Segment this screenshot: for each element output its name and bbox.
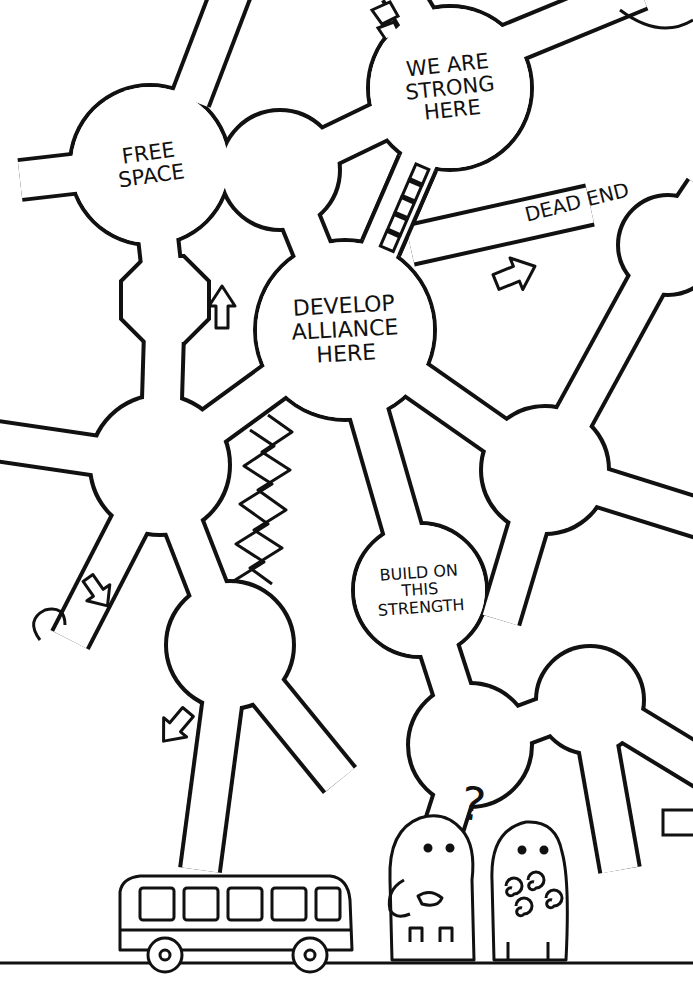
passage-wall xyxy=(362,155,399,239)
u-turn-mark xyxy=(34,609,65,640)
down-left-arrow xyxy=(152,702,199,750)
up-arrow xyxy=(209,286,235,328)
chamber-label: DEVELOP ALLIANCE HERE xyxy=(268,290,422,369)
maze-wall xyxy=(663,810,693,835)
ladder-rung xyxy=(380,231,399,251)
maze-chamber: DEVELOP ALLIANCE HERE xyxy=(253,238,437,422)
maze-wall xyxy=(620,10,693,28)
bus xyxy=(120,876,352,972)
chamber-floor xyxy=(370,8,530,168)
maze-chamber: FREE SPACE xyxy=(68,83,232,247)
chamber-label: FREE SPACE xyxy=(99,136,200,194)
ladder-passage xyxy=(362,155,435,255)
chamber-label: WE ARE STRONG HERE xyxy=(391,48,509,127)
ground-line xyxy=(0,962,693,965)
ladder-rung xyxy=(410,164,429,184)
curly-figure xyxy=(492,822,567,960)
chamber-text-area: BUILD ON THIS STRENGTH xyxy=(351,521,489,659)
ladder-rung xyxy=(395,198,414,218)
chamber-floor xyxy=(72,8,693,805)
passage-floor xyxy=(362,155,435,255)
zigzag-wall xyxy=(232,430,274,582)
passage-wall xyxy=(399,171,436,255)
chamber-floor xyxy=(72,87,228,243)
chamber-floor xyxy=(257,242,433,418)
maze-chamber: WE ARE STRONG HERE xyxy=(366,4,534,172)
ladder-rung xyxy=(388,214,407,234)
maze-chamber: BUILD ON THIS STRENGTH xyxy=(351,521,489,659)
puzzled-figure xyxy=(389,816,474,960)
ladder-rung xyxy=(402,181,421,201)
chamber-text-area: WE ARE STRONG HERE xyxy=(366,4,534,172)
chamber-floor xyxy=(355,525,485,655)
question-mark: ? xyxy=(445,777,501,832)
chamber-text-area: DEVELOP ALLIANCE HERE xyxy=(253,238,437,422)
chamber-text-area: FREE SPACE xyxy=(68,83,232,247)
dead-end-arrow xyxy=(490,251,542,298)
down-arrow xyxy=(77,570,119,614)
chamber-label: BUILD ON THIS STRENGTH xyxy=(370,561,469,619)
